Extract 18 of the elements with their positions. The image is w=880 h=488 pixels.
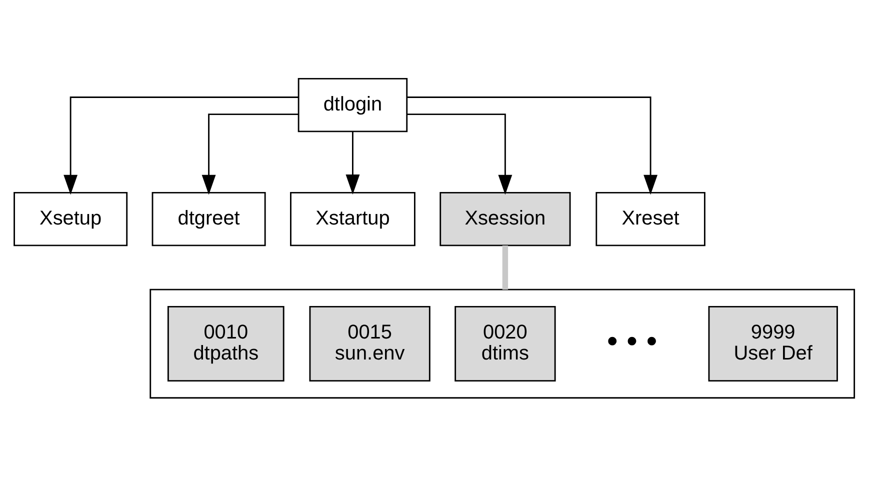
node-box: dtlogin [298, 78, 408, 132]
arrow [406, 114, 512, 195]
label: • • • [606, 324, 658, 359]
node-box: 9999 User Def [708, 306, 838, 382]
node-box: Xsession [440, 192, 571, 246]
node-box: dtgreet [152, 192, 266, 246]
node-box: Xstartup [290, 192, 416, 246]
arrow [407, 96, 658, 195]
connector [502, 246, 508, 290]
node-box: 0010 dtpaths [167, 306, 284, 382]
arrow [64, 96, 298, 195]
node-box: Xreset [596, 192, 706, 246]
cluster [150, 288, 856, 399]
arrow [346, 132, 360, 195]
node-box: Xsetup [14, 192, 128, 246]
arrow [202, 114, 298, 195]
node-box: 0020 dtims [454, 306, 556, 382]
node-box: 0015 sun.env [309, 306, 430, 382]
